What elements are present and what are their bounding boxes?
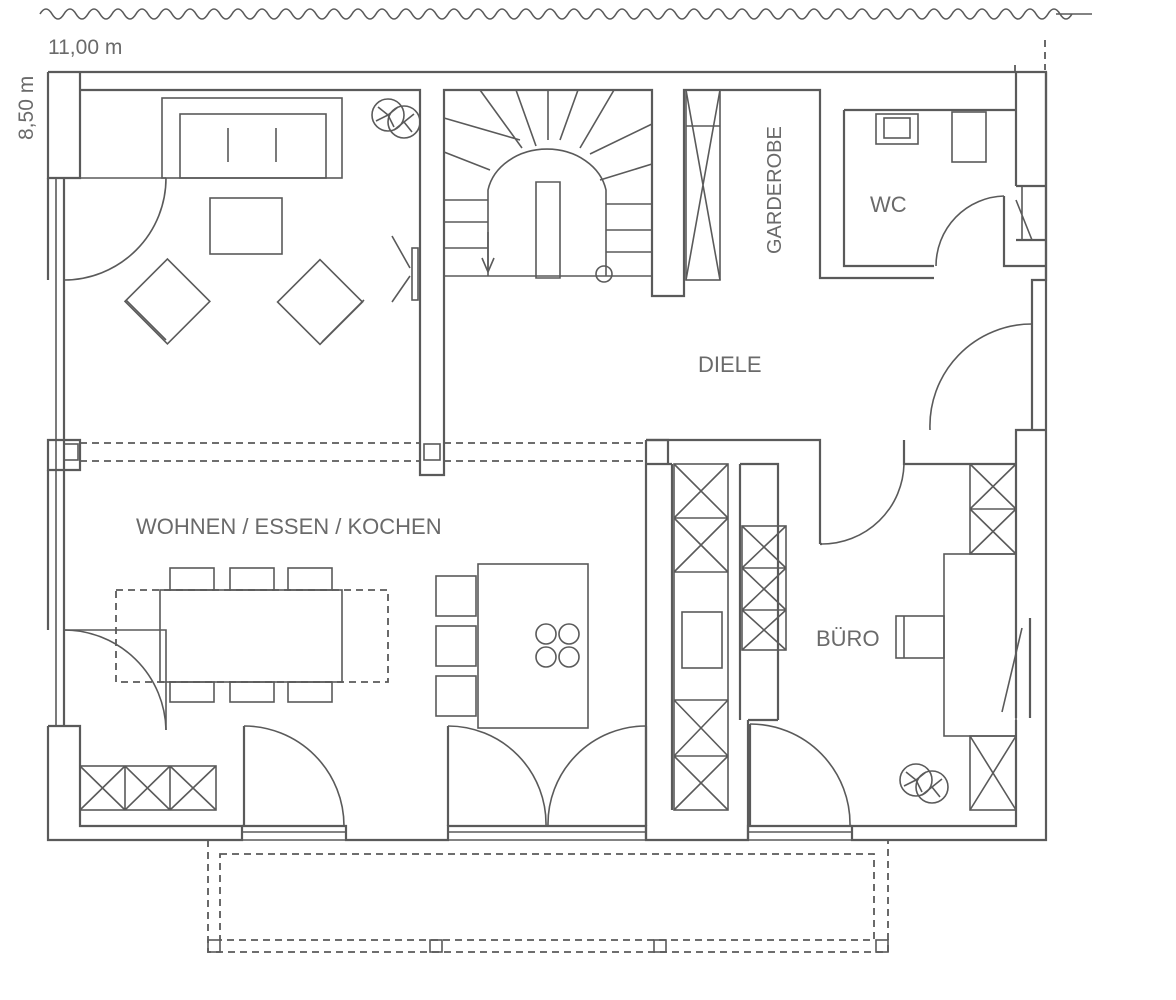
kitchen-island — [435, 563, 589, 729]
office-desk — [895, 553, 1017, 737]
wc-door — [935, 186, 1033, 267]
front-door-3 — [748, 723, 851, 827]
dining-table — [115, 567, 389, 703]
wardrobe-cabinet — [685, 89, 721, 281]
plant-icon — [371, 98, 421, 139]
armchair-right — [276, 258, 365, 346]
front-door-2 — [446, 725, 648, 827]
living-door-left — [63, 177, 167, 281]
office-shelves — [741, 525, 787, 651]
upper-floor-outline — [80, 40, 1046, 73]
dimension-depth: 8,50 m — [15, 76, 38, 140]
room-label-hall: DIELE — [698, 352, 762, 377]
kitchen-cabinets — [673, 463, 729, 811]
armchair-left — [123, 257, 211, 345]
office-door — [821, 463, 905, 545]
sofa — [161, 97, 343, 179]
office-cabinet — [969, 463, 1017, 811]
room-label-living: WOHNEN / ESSEN / KOCHEN — [136, 514, 442, 539]
plant-icon — [899, 763, 949, 804]
room-label-office: BÜRO — [816, 626, 880, 651]
terrace — [207, 840, 889, 953]
office-window — [1001, 618, 1032, 718]
room-label-wardrobe: GARDEROBE — [764, 126, 786, 254]
hall-door — [929, 323, 1034, 431]
tv-unit — [391, 235, 419, 303]
coffee-table — [209, 197, 283, 255]
room-label-wc: WC — [870, 192, 907, 217]
sideboard — [79, 765, 217, 811]
wc-fixtures — [875, 111, 987, 163]
dining-door-left — [63, 629, 167, 731]
exterior-walls — [46, 70, 1048, 842]
dimension-width: 11,00 m — [48, 36, 122, 59]
front-wall — [242, 824, 852, 842]
interior-walls — [644, 438, 1016, 840]
break-line — [39, 8, 1092, 20]
staircase — [443, 89, 653, 283]
front-door-1 — [242, 725, 345, 827]
beam-lines — [63, 442, 646, 462]
